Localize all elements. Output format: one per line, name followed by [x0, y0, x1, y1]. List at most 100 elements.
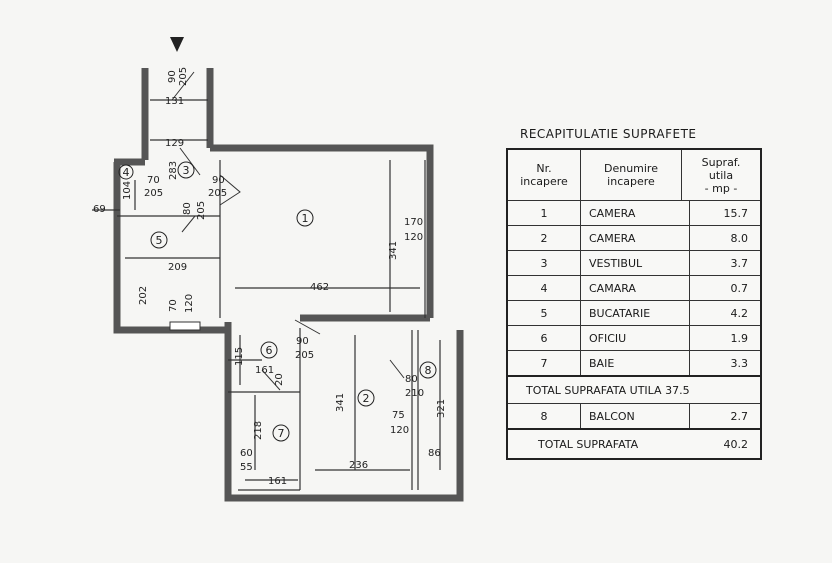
dim-161-b: 161 [268, 476, 287, 487]
row-area: 3.7 [730, 256, 749, 270]
dim-90-top: 90 [167, 70, 178, 83]
room-marker-8: 8 [419, 361, 437, 379]
dim-70-b: 70 [168, 299, 179, 312]
row-nr: 3 [508, 251, 581, 275]
dim-90-c: 90 [296, 336, 309, 347]
dim-129: 129 [165, 138, 184, 149]
dim-205-d: 205 [295, 350, 314, 361]
table-row: 7 BAIE 3.3 [508, 350, 760, 375]
row-name: CAMERA [581, 226, 690, 250]
table-row: 4 CAMARA 0.7 [508, 275, 760, 300]
row-nr: 4 [508, 276, 581, 300]
dim-161-a: 161 [255, 365, 274, 376]
table-row: 5 BUCATARIE 4.2 [508, 300, 760, 325]
dim-218: 218 [253, 421, 264, 440]
room-label-7: 7 [278, 427, 285, 440]
dim-236: 236 [349, 460, 368, 471]
dim-205-b: 205 [208, 188, 227, 199]
dim-341-a: 341 [388, 241, 399, 260]
dim-90-b: 90 [212, 175, 225, 186]
row-nr: 7 [508, 351, 581, 375]
dim-86: 86 [428, 448, 441, 459]
dim-321: 321 [436, 399, 447, 418]
dim-70-a: 70 [147, 175, 160, 186]
table-row: 6 OFICIU 1.9 [508, 325, 760, 350]
room-marker-4: 4 [118, 164, 134, 180]
total-util-row: TOTAL SUPRAFATA UTILA 37.5 [508, 375, 760, 403]
dim-209: 209 [168, 262, 187, 273]
room-label-5: 5 [156, 234, 163, 247]
row-area: 8.0 [730, 231, 749, 245]
dim-205-a: 205 [144, 188, 163, 199]
dim-131: 131 [165, 96, 184, 107]
dim-80-b: 80 [405, 374, 418, 385]
dim-69: 69 [93, 204, 106, 215]
dim-104: 104 [122, 181, 133, 200]
recap-title: RECAPITULATIE SUPRAFETE [520, 127, 697, 141]
dimension-labels: 90 205 131 129 283 70 205 104 90 205 80 … [93, 67, 447, 487]
dim-205-top: 205 [178, 67, 189, 86]
dim-120-c: 120 [390, 425, 409, 436]
dim-210: 210 [405, 388, 424, 399]
room-label-3: 3 [183, 164, 190, 177]
room-markers: 1 2 3 4 5 6 7 8 [118, 161, 437, 442]
dim-202: 202 [138, 286, 149, 305]
room-label-2: 2 [363, 392, 370, 405]
dim-20: 20 [274, 373, 285, 386]
row-nr: 2 [508, 226, 581, 250]
row-name: BAIE [581, 351, 690, 375]
row-area: 1.9 [730, 331, 749, 345]
room-marker-6: 6 [260, 341, 278, 359]
dim-80: 80 [182, 202, 193, 215]
row-nr: 1 [508, 201, 581, 225]
dim-341-b: 341 [335, 393, 346, 412]
row-name: BALCON [581, 404, 690, 428]
row-area: 2.7 [730, 409, 749, 423]
dim-120-a: 120 [184, 294, 195, 313]
table-row: 1 CAMERA 15.7 [508, 200, 760, 225]
room-label-4: 4 [123, 166, 130, 179]
row-name: VESTIBUL [581, 251, 690, 275]
recap-header-row: Nr. incapere Denumire incapere Supraf. u… [508, 150, 760, 200]
dim-205-c: 205 [196, 201, 207, 220]
room-label-8: 8 [425, 364, 432, 377]
dim-55: 55 [240, 462, 253, 473]
dim-170: 170 [404, 217, 423, 228]
dim-115: 115 [234, 347, 245, 366]
total-row: TOTAL SUPRAFATA 40.2 [508, 428, 760, 458]
table-row: 3 VESTIBUL 3.7 [508, 250, 760, 275]
room-marker-7: 7 [272, 424, 290, 442]
room-marker-3: 3 [177, 161, 195, 179]
total-label: TOTAL SUPRAFATA [538, 437, 639, 451]
row-nr: 6 [508, 326, 581, 350]
dim-75: 75 [392, 410, 405, 421]
row-name: BUCATARIE [581, 301, 690, 325]
row-name: CAMARA [581, 276, 690, 300]
recap-table: Nr. incapere Denumire incapere Supraf. u… [506, 148, 762, 460]
header-nr: Nr. incapere [508, 150, 581, 200]
dim-60: 60 [240, 448, 253, 459]
row-nr: 8 [508, 404, 581, 428]
balcon-row: 8 BALCON 2.7 [508, 403, 760, 428]
row-name: CAMERA [581, 201, 690, 225]
table-row: 2 CAMERA 8.0 [508, 225, 760, 250]
row-area: 0.7 [730, 281, 749, 295]
dim-462: 462 [310, 282, 329, 293]
dim-283: 283 [168, 161, 179, 180]
room-marker-2: 2 [357, 389, 375, 407]
dim-120-b: 120 [404, 232, 423, 243]
row-name: OFICIU [581, 326, 690, 350]
row-area: 4.2 [730, 306, 749, 320]
room-label-1: 1 [302, 212, 309, 225]
entry-arrow-icon [170, 37, 184, 52]
row-nr: 5 [508, 301, 581, 325]
row-area: 3.3 [730, 356, 749, 370]
room-marker-5: 5 [150, 231, 168, 249]
room-marker-1: 1 [296, 209, 314, 227]
header-suprafata: Supraf. utila - mp - [701, 155, 741, 195]
row-area: 15.7 [723, 206, 749, 220]
total-value: 40.2 [723, 437, 749, 451]
header-denumire: Denumire incapere [581, 150, 682, 200]
room-label-6: 6 [266, 344, 273, 357]
floor-plan: 1 2 3 4 5 6 7 8 90 [92, 37, 464, 502]
